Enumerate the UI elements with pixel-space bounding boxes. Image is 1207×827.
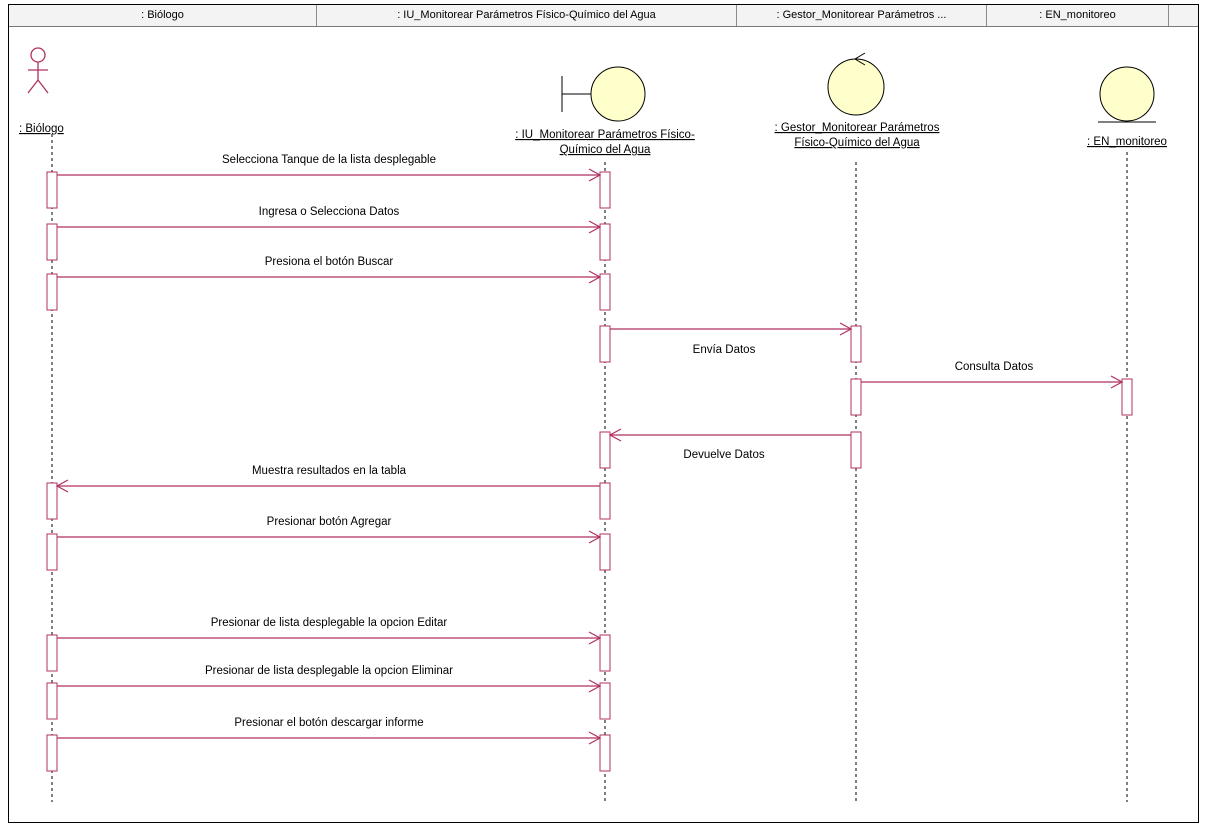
activation-bar — [599, 431, 611, 469]
lifeline-biologo: : Biólogo — [19, 47, 64, 135]
message-6: Devuelve Datos — [608, 428, 851, 461]
activation-bar — [46, 273, 58, 311]
control-label-line: Físico-Químico del Agua — [794, 137, 920, 149]
activation-bar — [850, 431, 862, 469]
message-label: Consulta Datos — [955, 361, 1034, 373]
message-arrowhead — [588, 168, 602, 182]
activation-bar — [46, 171, 58, 209]
message-8: Presionar botón Agregar — [57, 516, 602, 544]
message-arrowhead — [588, 731, 602, 745]
actor-icon — [27, 47, 49, 94]
lifeline-gestor: : Gestor_Monitorear ParámetrosFísico-Quí… — [775, 52, 940, 149]
message-arrowhead — [588, 631, 602, 645]
activation-bar — [599, 533, 611, 571]
entity-icon — [1098, 66, 1156, 123]
lifeline-lines — [51, 134, 1128, 802]
activation-bar — [46, 734, 58, 772]
message-label: Ingresa o Selecciona Datos — [259, 206, 400, 218]
header-cell-gestor[interactable]: : Gestor_Monitorear Parámetros ... — [737, 5, 987, 26]
messages: Selecciona Tanque de la lista desplegabl… — [55, 154, 1124, 745]
activation-bar — [46, 533, 58, 571]
activation-bar — [599, 171, 611, 209]
message-arrowhead — [588, 679, 602, 693]
activation-bar — [46, 634, 58, 672]
activation-bar — [599, 223, 611, 261]
activation-bar — [46, 223, 58, 261]
lifeline-en: : EN_monitoreo — [1087, 66, 1167, 148]
message-2: Ingresa o Selecciona Datos — [57, 206, 602, 234]
message-label: Envía Datos — [693, 344, 756, 356]
message-label: Presiona el botón Buscar — [265, 256, 394, 268]
entity-label: : EN_monitoreo — [1087, 136, 1167, 148]
actor-head — [30, 47, 46, 63]
header-cell-biologo[interactable]: : Biólogo — [9, 5, 317, 26]
header-cell-iu[interactable]: : IU_Monitorear Parámetros Físico-Químic… — [317, 5, 737, 26]
activation-bars — [46, 171, 1133, 772]
boundary-label-line: Químico del Agua — [560, 144, 651, 156]
activation-bar — [850, 325, 862, 363]
message-7: Muestra resultados en la tabla — [55, 465, 600, 493]
boundary-icon — [561, 66, 646, 122]
entity-circle — [1099, 66, 1155, 122]
message-9: Presionar de lista desplegable la opcion… — [57, 617, 602, 645]
boundary-circle — [590, 66, 646, 122]
message-label: Presionar de lista desplegable la opcion… — [205, 665, 453, 677]
activation-bar — [599, 734, 611, 772]
control-label-line: : Gestor_Monitorear Parámetros — [775, 122, 940, 134]
actor-left-leg — [27, 79, 39, 94]
activation-bar — [599, 325, 611, 363]
activation-bar — [599, 482, 611, 520]
activation-bar — [599, 273, 611, 311]
control-icon — [827, 52, 885, 116]
header-cell-empty — [1169, 5, 1198, 26]
boundary-label-line: : IU_Monitorear Parámetros Físico- — [515, 129, 695, 141]
message-label: Selecciona Tanque de la lista desplegabl… — [222, 154, 436, 166]
message-arrowhead — [588, 220, 602, 234]
message-arrowhead — [608, 428, 622, 442]
actor-label: : Biólogo — [19, 123, 64, 135]
activation-bar — [599, 634, 611, 672]
message-label: Presionar de lista desplegable la opcion… — [211, 617, 448, 629]
message-11: Presionar el botón descargar informe — [57, 717, 602, 745]
message-10: Presionar de lista desplegable la opcion… — [57, 665, 602, 693]
activation-bar — [850, 378, 862, 416]
message-arrowhead — [588, 270, 602, 284]
message-4: Envía Datos — [610, 322, 853, 356]
message-1: Selecciona Tanque de la lista desplegabl… — [57, 154, 602, 182]
header-cell-en[interactable]: : EN_monitoreo — [987, 5, 1169, 26]
message-label: Devuelve Datos — [683, 449, 764, 461]
activation-bar — [1121, 378, 1133, 416]
lifeline-heads: : Biólogo : IU_Monitorear Parámetros Físi… — [19, 47, 1167, 156]
diagram-frame: : Biólogo : IU_Monitorear Parámetros Fís… — [8, 4, 1199, 823]
control-circle — [827, 58, 885, 116]
message-5: Consulta Datos — [861, 361, 1124, 389]
lifeline-header-bar: : Biólogo : IU_Monitorear Parámetros Fís… — [9, 5, 1198, 27]
message-3: Presiona el botón Buscar — [57, 256, 602, 284]
activation-bar — [46, 482, 58, 520]
activation-bar — [46, 682, 58, 720]
message-label: Presionar botón Agregar — [267, 516, 392, 528]
sequence-diagram: : Biólogo : IU_Monitorear Parámetros Físi… — [19, 47, 1167, 802]
activation-bar — [599, 682, 611, 720]
lifeline-iu: : IU_Monitorear Parámetros Físico- Químic… — [515, 66, 695, 156]
message-arrowhead — [839, 322, 853, 336]
control-arrow — [854, 52, 866, 66]
message-label: Muestra resultados en la tabla — [252, 465, 407, 477]
message-arrowhead — [55, 479, 69, 493]
message-arrowhead — [1110, 375, 1124, 389]
message-arrowhead — [588, 530, 602, 544]
actor-right-leg — [37, 79, 49, 94]
message-label: Presionar el botón descargar informe — [234, 717, 423, 729]
